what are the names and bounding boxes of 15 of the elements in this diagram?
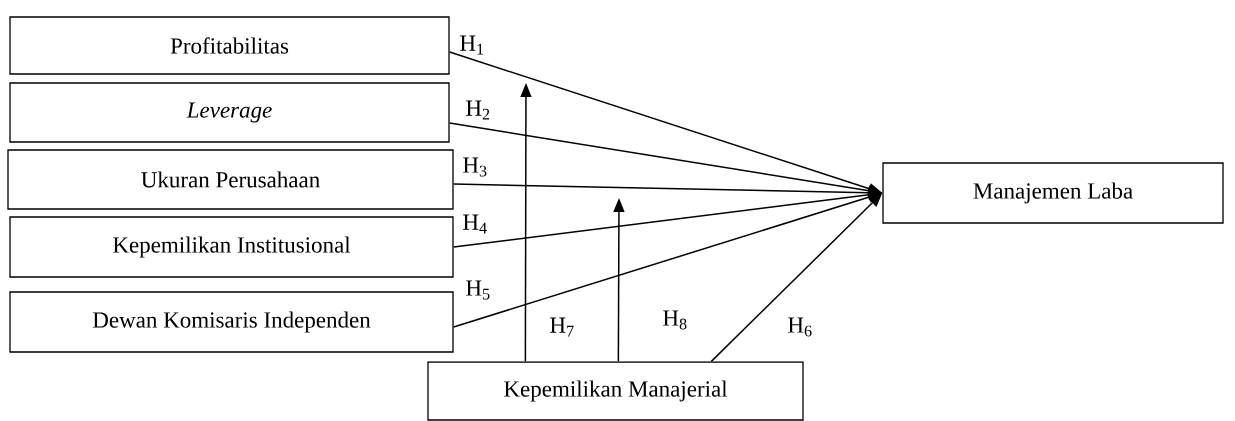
text-box: Ukuran Perusahaan [7,149,454,210]
edge-label: H$_{2}$ [466,100,490,120]
text-box: Dewan Komisaris Independen [9,291,454,353]
edge-label: H$_{3}$ [463,157,487,177]
edge-label: H$_{8}$ [663,310,687,330]
edge-label: H$_{6}$ [788,317,812,337]
edge-label: H$_{7}$ [550,317,574,337]
edge-label: H$_{1}$ [460,35,484,55]
text-box: Kepemilikan Manajerial [427,361,804,421]
edge-label: H$_{4}$ [463,214,487,234]
text-box: Leverage [9,82,450,143]
text-box: Kepemilikan Institusional [9,216,454,278]
text-box: Manajemen Laba [882,162,1224,224]
edge-label: H$_{5}$ [466,280,490,300]
text-box: Profitabilitas [9,16,450,75]
